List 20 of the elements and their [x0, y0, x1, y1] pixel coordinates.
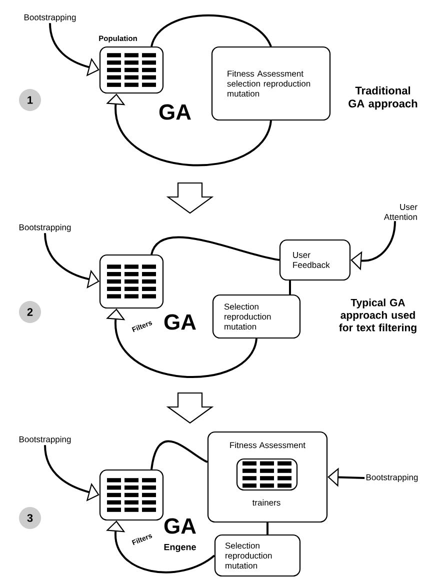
approach-title: Traditional GA approach	[348, 86, 418, 110]
source-label: Bootstrapping	[19, 436, 71, 444]
process-box: User Feedback	[279, 239, 351, 281]
process-box: Selection reproduction mutation	[214, 534, 301, 577]
approach-title: Typical GA approach used for text filtering	[339, 298, 416, 334]
process-box: Selection reproduction mutation	[212, 294, 301, 339]
ga-label: GA	[159, 104, 191, 120]
source-label: Bootstrapping	[19, 224, 71, 232]
source-label: User Attention	[384, 204, 418, 220]
loop-arrow	[106, 94, 272, 166]
loop-arrow	[106, 308, 258, 378]
ga-label: GA	[164, 518, 196, 534]
loop-arrow	[106, 520, 216, 574]
process-box: Fitness Assessment selection reproduction mutation	[211, 46, 331, 121]
node-label: trainers	[252, 499, 280, 506]
engine-label: Engene	[164, 544, 196, 552]
loop-arrow	[350, 221, 396, 270]
source-label: Bootstrapping	[24, 14, 76, 22]
ga-label: GA	[164, 314, 196, 330]
source-label: Bootstrapping	[366, 474, 418, 482]
